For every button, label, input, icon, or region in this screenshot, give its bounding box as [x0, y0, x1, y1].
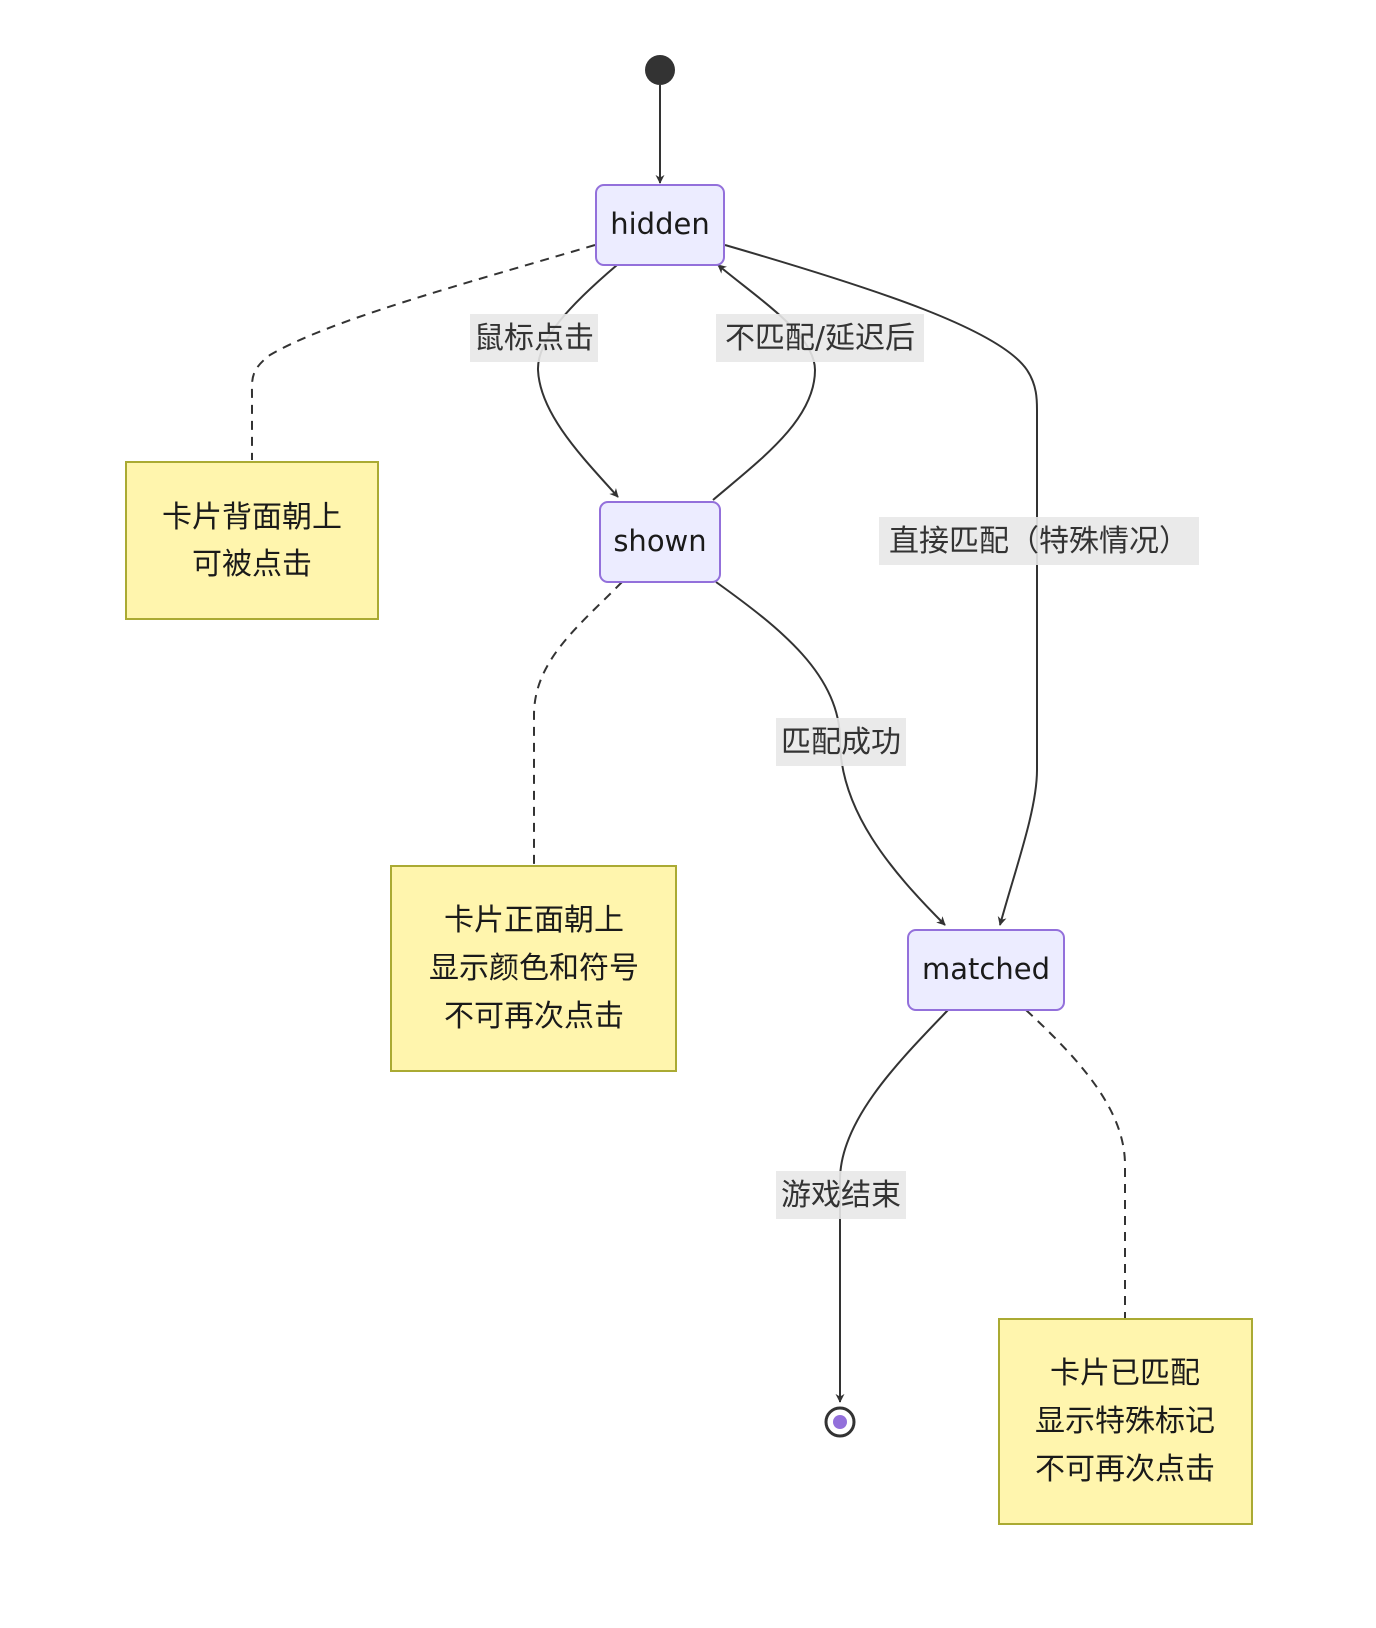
edge-shown-to-hidden: [712, 264, 817, 501]
edge-label-match-success-text: 匹配成功: [781, 725, 901, 760]
note-shown-line-3: 不可再次点击: [444, 999, 624, 1034]
edge-label-game-over-text: 游戏结束: [781, 1178, 901, 1213]
edge-label-direct-match: 直接匹配（特殊情况）: [879, 517, 1199, 565]
note-matched-line-2: 显示特殊标记: [1035, 1404, 1215, 1439]
note-hidden-line-1: 卡片背面朝上: [162, 500, 342, 535]
note-hidden: 卡片背面朝上 可被点击: [125, 461, 379, 620]
edge-label-no-match-text: 不匹配/延迟后: [725, 321, 915, 356]
state-matched-label: matched: [922, 952, 1050, 986]
note-hidden-line-2: 可被点击: [192, 547, 312, 582]
state-hidden[interactable]: hidden: [595, 184, 725, 266]
edge-label-game-over: 游戏结束: [776, 1171, 906, 1219]
state-matched[interactable]: matched: [907, 929, 1065, 1011]
edge-label-click-text: 鼠标点击: [474, 321, 594, 356]
state-shown[interactable]: shown: [599, 501, 721, 583]
edge-matched-to-end: [835, 1009, 949, 1403]
edge-hidden-to-shown: [536, 264, 619, 498]
note-link-shown: [533, 581, 623, 865]
edge-label-match-success: 匹配成功: [776, 718, 906, 766]
note-shown-line-1: 卡片正面朝上: [444, 903, 624, 938]
note-shown: 卡片正面朝上 显示颜色和符号 不可再次点击: [390, 865, 677, 1072]
note-link-hidden: [250, 244, 596, 460]
note-matched-line-3: 不可再次点击: [1035, 1452, 1215, 1487]
edge-label-no-match: 不匹配/延迟后: [716, 314, 924, 362]
edge-label-click: 鼠标点击: [470, 314, 598, 362]
note-matched-line-1: 卡片已匹配: [1050, 1356, 1200, 1391]
edge-hidden-to-matched: [724, 244, 1038, 926]
start-node: [645, 55, 675, 85]
note-link-matched: [1025, 1009, 1126, 1318]
note-shown-line-2: 显示颜色和符号: [429, 951, 639, 986]
state-shown-label: shown: [613, 524, 706, 558]
state-hidden-label: hidden: [610, 207, 709, 241]
note-matched: 卡片已匹配 显示特殊标记 不可再次点击: [998, 1318, 1253, 1525]
end-node: [824, 1406, 856, 1438]
edge-label-direct-match-text: 直接匹配（特殊情况）: [889, 524, 1189, 559]
